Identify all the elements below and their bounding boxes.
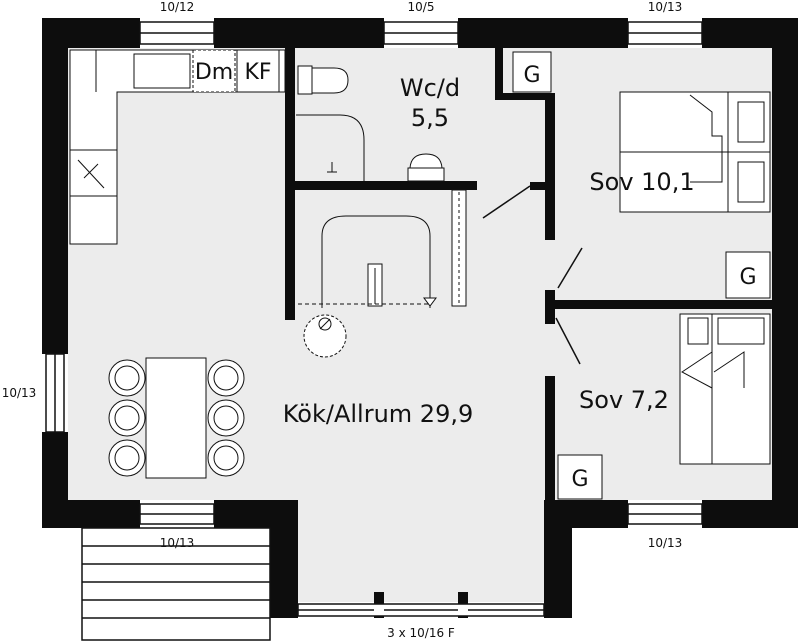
window-bottom-left [139, 503, 215, 525]
interior-walls [285, 48, 772, 500]
chair [108, 359, 146, 397]
double-bed [619, 91, 771, 213]
window-entrance [297, 603, 545, 617]
wardrobe-bedroom1-bottom: G [725, 251, 771, 299]
window-label-top-left: 10/12 [160, 0, 195, 14]
window-label-bottom-right: 10/13 [648, 536, 683, 550]
chair [207, 439, 245, 477]
room-area-wc: 5,5 [411, 104, 449, 132]
window-left [45, 353, 65, 433]
bunk-bed [679, 313, 771, 465]
wardrobe-label: G [739, 265, 756, 290]
dishwasher-label: Dm [195, 60, 233, 85]
toilet [297, 65, 349, 95]
doors [482, 182, 583, 365]
window-top-right [627, 21, 703, 45]
window-label-top-center: 10/5 [408, 0, 435, 14]
exterior-walls [42, 18, 798, 618]
dining-table [108, 357, 245, 479]
fridge-freezer: KF [236, 49, 280, 93]
utility-room [298, 189, 467, 308]
shower-area [296, 114, 365, 181]
chair [108, 399, 146, 437]
room-label-bedroom1: Sov 10,1 [589, 168, 694, 196]
fridge-freezer-label: KF [244, 60, 271, 85]
window-label-entrance: 3 x 10/16 F [387, 626, 455, 640]
wardrobe-label: G [571, 467, 588, 492]
entrance-steps [81, 527, 271, 641]
window-bottom-right [627, 503, 703, 525]
room-label-kitchen: Kök/Allrum 29,9 [283, 400, 474, 428]
dishwasher: Dm [192, 49, 236, 93]
wardrobe-bedroom1-top: G [512, 51, 552, 93]
chair [207, 359, 245, 397]
washbasin [407, 153, 445, 182]
window-label-top-right: 10/13 [648, 0, 683, 14]
chair [108, 439, 146, 477]
floor-drain [303, 314, 347, 358]
shower-drain [327, 162, 337, 173]
window-top-center [383, 21, 459, 45]
windows [45, 21, 703, 617]
window-label-left: 10/13 [2, 386, 37, 400]
room-label-wc: Wc/d [400, 74, 460, 102]
wardrobe-bedroom2: G [557, 454, 603, 500]
wardrobe-label: G [523, 63, 540, 88]
room-label-bedroom2: Sov 7,2 [579, 386, 669, 414]
window-top-left [139, 21, 215, 45]
window-label-bottom-left: 10/13 [160, 536, 195, 550]
wc-fixtures [296, 65, 445, 182]
chair [207, 399, 245, 437]
